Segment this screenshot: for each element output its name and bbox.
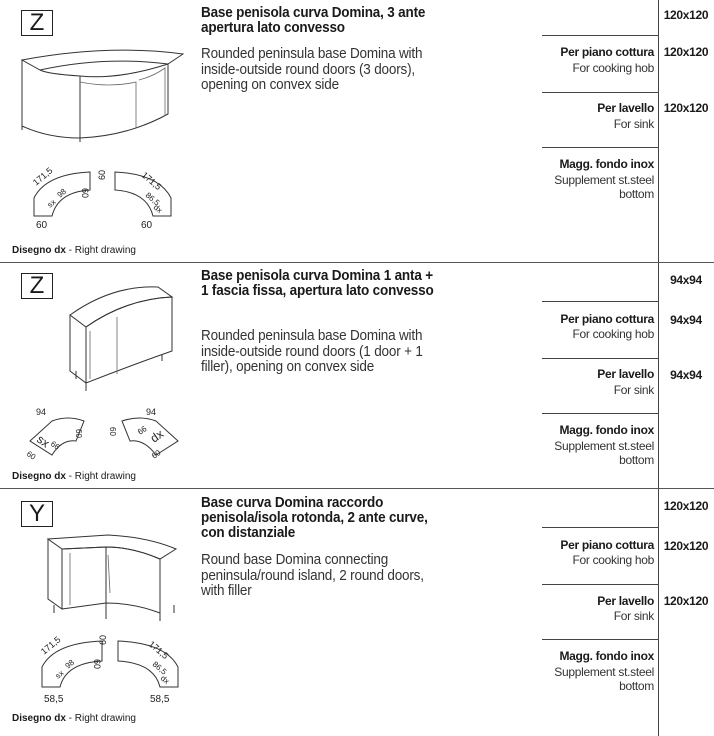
plan-view-left: 171,5 sx 98 60 60 — [31, 165, 91, 231]
row-divider — [542, 301, 658, 302]
drawing-caption: Disegno dx - Right drawing — [12, 245, 136, 257]
option-cooking-hob-en: For cooking hob — [572, 553, 654, 567]
option-steel-bottom-it: Magg. fondo inox — [559, 649, 654, 663]
row-divider — [542, 527, 658, 528]
product-code-badge: Y — [21, 501, 53, 527]
plan-dim-side: 60 — [98, 635, 108, 645]
plan-view-right: 171,5 86,5 dx 60 58,5 — [98, 635, 179, 705]
product-code-badge: Z — [21, 273, 53, 299]
plan-view-left: 94 sx 66 60 60 — [25, 407, 85, 462]
cabinet-perspective-drawing — [20, 49, 185, 142]
plan-dim-bottom: 60 — [36, 220, 48, 231]
plan-dim-diagonal: 171,5 — [31, 165, 55, 187]
size-sink: 120x120 — [663, 101, 709, 115]
option-cooking-hob-it: Per piano cottura — [560, 538, 654, 552]
section-divider — [0, 488, 714, 489]
option-steel-bottom-en: Supplement st.steel bottom — [554, 173, 654, 201]
product-title-it: Base curva Domina raccordo penisola/isol… — [201, 494, 428, 541]
plan-view-left: 171,5 sx 98 60 58,5 — [39, 634, 103, 705]
row-divider — [542, 639, 658, 640]
option-sink-it: Per lavello — [597, 101, 654, 115]
product-title-it: Base penisola curva Domina, 3 ante apert… — [201, 4, 426, 36]
plan-dim-inner: 98 — [64, 658, 77, 671]
plan-side-tag: sx — [46, 197, 58, 209]
size-cooking-hob: 120x120 — [663, 539, 709, 553]
plan-dim-inner: 66 — [136, 424, 149, 437]
drawing-caption-separator: - — [65, 245, 75, 256]
plan-dim-bottom: 60 — [141, 220, 153, 231]
plan-side-tag: dx — [159, 674, 171, 686]
row-divider — [542, 35, 658, 36]
product-section-3: Y 171,5 sx 98 60 58,5 171,5 86,5 dx 60 5… — [0, 489, 714, 736]
drawing-caption: Disegno dx - Right drawing — [12, 713, 136, 725]
drawing-caption-it: Disegno dx — [12, 245, 66, 256]
drawing-caption-en: Right drawing — [74, 713, 136, 724]
column-divider — [658, 263, 659, 488]
cabinet-perspective-drawing — [69, 286, 174, 391]
drawing-caption-en: Right drawing — [74, 245, 136, 256]
plan-dim-inner: 66 — [49, 439, 62, 452]
option-steel-bottom-it: Magg. fondo inox — [559, 423, 654, 437]
product-section-1: Z 171,5 sx 98 60 60 171,5 86,5 dx 60 60 … — [0, 0, 714, 262]
option-sink-en: For sink — [613, 609, 655, 623]
drawing-caption-separator: - — [65, 471, 75, 482]
column-divider — [658, 0, 659, 262]
option-sink-it: Per lavello — [597, 367, 654, 381]
product-title-it: Base penisola curva Domina 1 anta + 1 fa… — [201, 267, 434, 299]
plan-dim-side: 60 — [74, 429, 83, 438]
row-divider — [542, 413, 658, 414]
plan-dim-diagonal: 94 — [36, 407, 46, 417]
drawing-caption: Disegno dx - Right drawing — [12, 471, 136, 483]
plan-dim-diagonal: 171,5 — [147, 639, 171, 661]
plan-view-right: 171,5 86,5 dx 60 60 — [97, 170, 172, 231]
product-title-en: Round base Domina connecting peninsula/r… — [201, 551, 424, 599]
size-standard: 120x120 — [663, 8, 709, 22]
plan-dim-inner: 98 — [56, 187, 69, 200]
size-sink: 94x94 — [670, 368, 702, 382]
plan-dim-side: 60 — [97, 170, 107, 180]
plan-side-tag: sx — [54, 668, 66, 680]
drawing-caption-separator: - — [65, 713, 75, 724]
drawing-caption-en: Right drawing — [74, 471, 136, 482]
row-divider — [542, 584, 658, 585]
cabinet-perspective-drawing — [46, 534, 178, 621]
drawing-caption-it: Disegno dx — [12, 713, 66, 724]
plan-dim-side: 60 — [108, 427, 117, 436]
row-divider — [542, 147, 658, 148]
product-section-2: Z 94 sx 66 60 60 94 66 dx 60 60 Disegno … — [0, 263, 714, 488]
plan-view-right: 94 66 dx 60 60 — [108, 407, 179, 461]
option-steel-bottom-en: Supplement st.steel bottom — [554, 439, 654, 467]
product-title-en: Rounded peninsula base Domina with insid… — [201, 327, 423, 375]
plan-dim-bottom: 60 — [25, 449, 38, 462]
product-title-en: Rounded peninsula base Domina with insid… — [201, 45, 423, 93]
plan-dim-side: 60 — [92, 659, 102, 669]
row-divider — [542, 358, 658, 359]
option-steel-bottom-it: Magg. fondo inox — [559, 157, 654, 171]
plan-dim-bottom: 58,5 — [150, 694, 170, 705]
section-divider — [0, 262, 714, 263]
option-sink-en: For sink — [613, 117, 655, 131]
option-steel-bottom-en: Supplement st.steel bottom — [554, 665, 654, 693]
column-divider — [658, 489, 659, 736]
plan-dim-diagonal: 171,5 — [39, 634, 63, 656]
plan-dim-bottom: 58,5 — [44, 694, 64, 705]
drawing-caption-it: Disegno dx — [12, 471, 66, 482]
option-sink-en: For sink — [613, 383, 655, 397]
option-sink-it: Per lavello — [597, 594, 654, 608]
size-cooking-hob: 120x120 — [663, 45, 709, 59]
row-divider — [542, 92, 658, 93]
plan-dim-diagonal: 94 — [146, 407, 156, 417]
option-cooking-hob-en: For cooking hob — [572, 61, 654, 75]
size-cooking-hob: 94x94 — [670, 313, 702, 327]
size-standard: 94x94 — [670, 273, 702, 287]
plan-dim-side: 60 — [80, 188, 90, 198]
product-code-badge: Z — [21, 10, 53, 36]
size-standard: 120x120 — [663, 499, 709, 513]
size-sink: 120x120 — [663, 594, 709, 608]
option-cooking-hob-it: Per piano cottura — [560, 312, 654, 326]
option-cooking-hob-en: For cooking hob — [572, 327, 654, 341]
plan-dim-diagonal: 171,5 — [140, 170, 164, 192]
option-cooking-hob-it: Per piano cottura — [560, 45, 654, 59]
plan-side-tag: dx — [148, 427, 166, 446]
